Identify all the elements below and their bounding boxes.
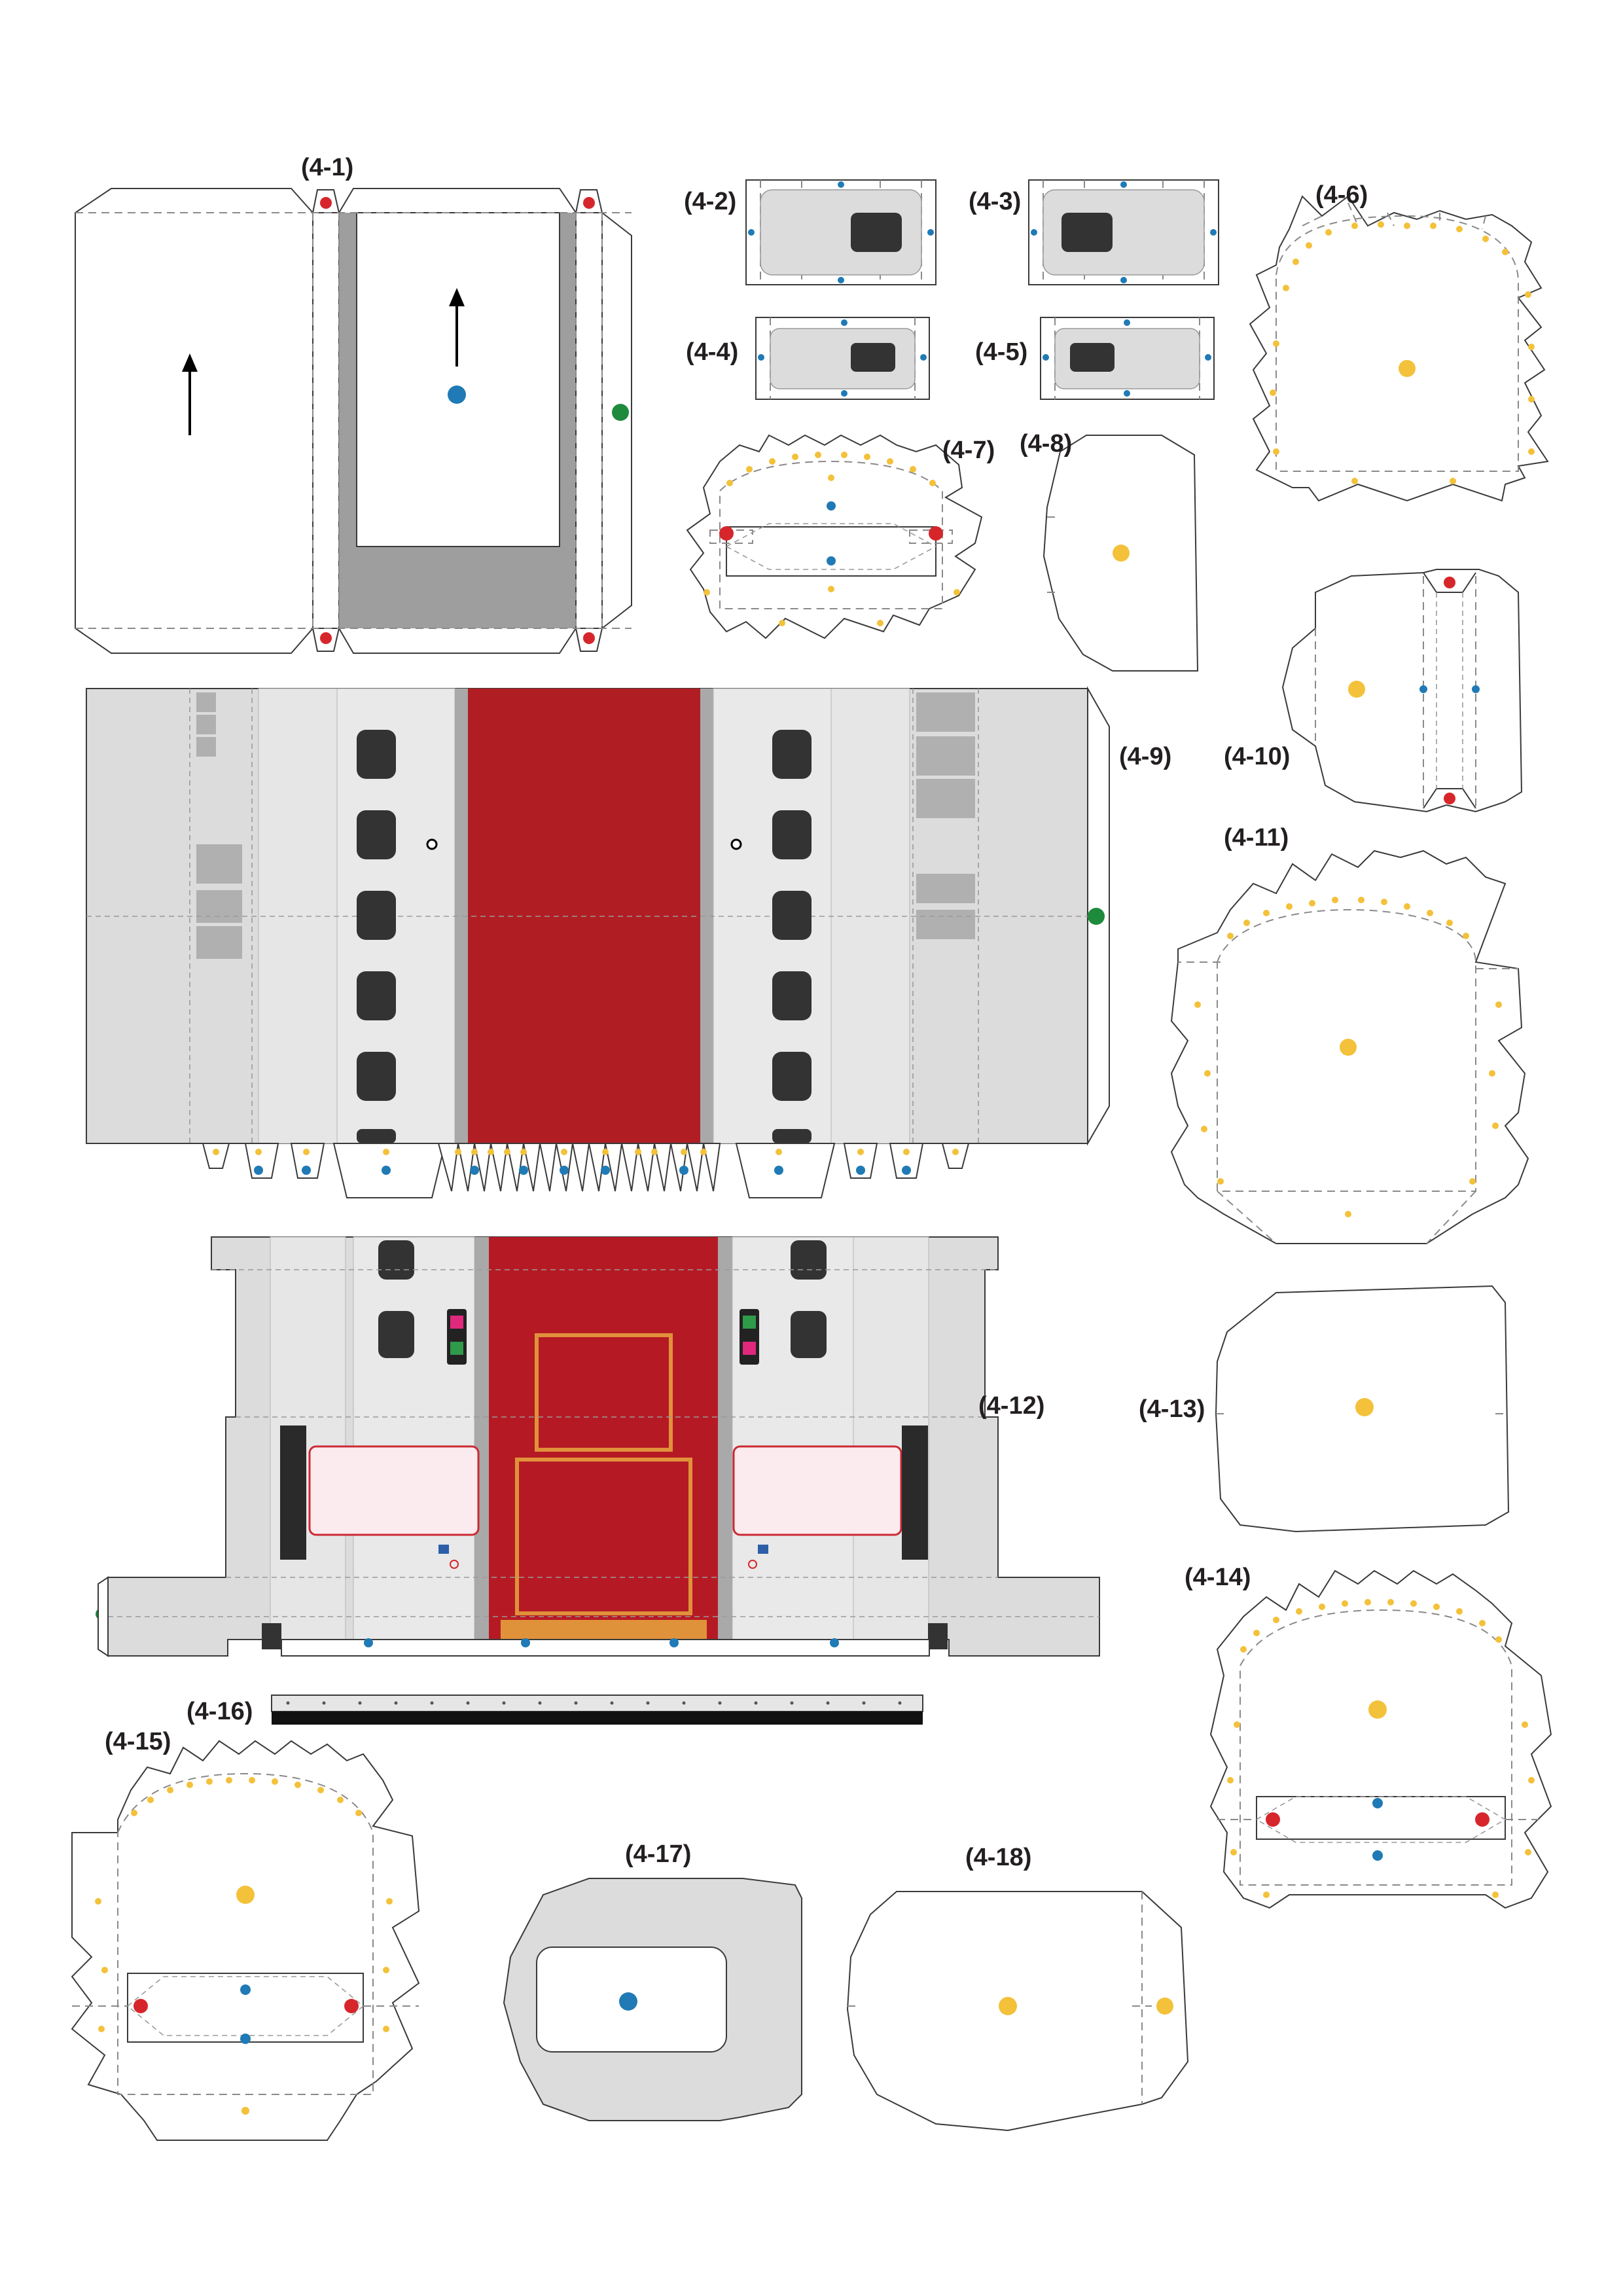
part-4-2: (4-2) [684, 179, 936, 285]
part-label-4-6: (4-6) [1315, 181, 1368, 209]
part-4-15: (4-15) [71, 1728, 420, 2141]
part-4-16: (4-16) [187, 1695, 923, 1725]
part-label-4-14: (4-14) [1185, 1564, 1251, 1591]
part-label-4-15: (4-15) [105, 1728, 171, 1755]
part-4-18: (4-18) [846, 1844, 1189, 2132]
part-4-12: (4-12) [96, 1236, 1100, 1657]
part-label-4-10: (4-10) [1224, 743, 1290, 770]
part-label-4-9: (4-9) [1119, 743, 1171, 770]
part-4-1: (4-1) [75, 154, 632, 654]
part-label-4-5: (4-5) [975, 338, 1027, 366]
part-4-11: (4-11) [1170, 824, 1529, 1244]
part-label-4-2: (4-2) [684, 188, 736, 215]
part-label-4-13: (4-13) [1139, 1395, 1205, 1423]
part-label-4-1: (4-1) [301, 154, 353, 181]
part-4-4: (4-4) [686, 317, 930, 400]
part-4-10: (4-10) [1224, 569, 1523, 813]
part-label-4-4: (4-4) [686, 338, 738, 366]
part-4-17: (4-17) [503, 1840, 802, 2121]
part-label-4-3: (4-3) [969, 188, 1021, 215]
part-4-8: (4-8) [1020, 430, 1199, 672]
part-label-4-16: (4-16) [187, 1698, 253, 1725]
part-label-4-18: (4-18) [965, 1844, 1031, 1871]
part-4-6: (4-6) [1249, 181, 1549, 502]
part-4-14: (4-14) [1185, 1564, 1552, 1909]
part-label-4-17: (4-17) [625, 1840, 691, 1868]
part-label-4-7: (4-7) [942, 437, 995, 464]
part-4-13: (4-13) [1139, 1285, 1510, 1533]
part-4-7: (4-7) [686, 434, 995, 639]
part-4-9: (4-9) [86, 686, 1171, 1198]
part-4-3: (4-3) [969, 179, 1219, 285]
part-label-4-11: (4-11) [1224, 824, 1289, 852]
part-label-4-12: (4-12) [978, 1392, 1044, 1420]
part-label-4-8: (4-8) [1020, 430, 1072, 457]
part-4-5: (4-5) [975, 317, 1215, 400]
